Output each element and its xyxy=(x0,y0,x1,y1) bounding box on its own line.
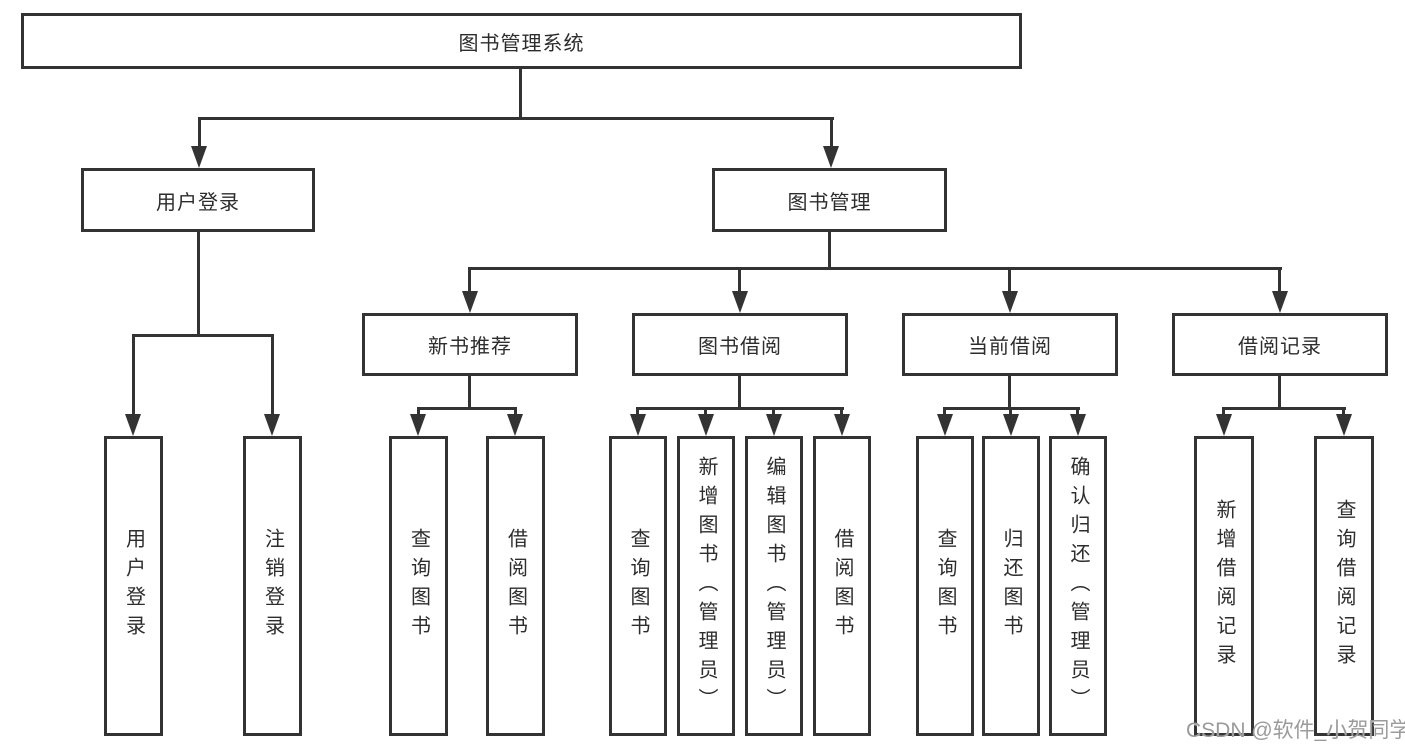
connector-line xyxy=(197,232,200,336)
connector-line xyxy=(132,334,274,337)
arrow-down-icon xyxy=(410,414,426,436)
leaf-label: 归还图书 xyxy=(1000,528,1022,644)
arrow-down-icon xyxy=(823,146,839,168)
arrow-down-icon xyxy=(462,291,478,313)
connector-line xyxy=(1008,376,1011,409)
leaf-label: 借阅图书 xyxy=(831,528,853,644)
arrow-down-icon xyxy=(125,414,141,436)
arrow-down-icon xyxy=(264,414,280,436)
leaf-query-books-recommend: 查询图书 xyxy=(389,436,448,736)
connector-line xyxy=(1278,376,1281,409)
leaf-label: 确认归还（管理员） xyxy=(1067,455,1089,717)
leaf-borrow-books-recommend: 借阅图书 xyxy=(486,436,545,736)
node-borrow-records: 借阅记录 xyxy=(1172,313,1388,376)
leaf-add-borrow-record: 新增借阅记录 xyxy=(1194,436,1254,736)
leaf-label: 编辑图书（管理员） xyxy=(763,455,785,717)
node-label: 借阅记录 xyxy=(1238,336,1322,358)
node-label: 图书管理系统 xyxy=(458,32,585,55)
connector-line xyxy=(636,407,844,410)
leaf-label: 查询图书 xyxy=(407,528,430,644)
leaf-label: 查询借阅记录 xyxy=(1333,499,1355,673)
node-library-system: 图书管理系统 xyxy=(21,13,1022,69)
arrow-down-icon xyxy=(834,414,850,436)
node-label: 图书借阅 xyxy=(698,336,782,358)
arrow-down-icon xyxy=(191,146,207,168)
connector-line xyxy=(132,334,135,426)
connector-line xyxy=(1008,267,1011,303)
node-label: 用户登录 xyxy=(156,191,240,214)
leaf-borrow-books: 借阅图书 xyxy=(813,436,871,736)
csdn-watermark: CSDN @软件_小贺同学 xyxy=(1186,719,1405,742)
leaf-return-book: 归还图书 xyxy=(982,436,1040,736)
arrow-down-icon xyxy=(1003,414,1019,436)
arrow-down-icon xyxy=(698,414,714,436)
arrow-down-icon xyxy=(1216,414,1232,436)
connector-line xyxy=(198,117,201,151)
arrow-down-icon xyxy=(766,414,782,436)
connector-line xyxy=(1278,267,1281,303)
leaf-query-books-borrow: 查询图书 xyxy=(609,436,667,736)
leaf-add-book-admin: 新增图书（管理员） xyxy=(677,436,735,736)
arrow-down-icon xyxy=(1272,291,1288,313)
connector-line xyxy=(828,232,831,270)
arrow-down-icon xyxy=(732,291,748,313)
arrow-down-icon xyxy=(1002,291,1018,313)
node-current-borrow: 当前借阅 xyxy=(902,313,1118,376)
leaf-label: 查询图书 xyxy=(627,528,649,644)
arrow-down-icon xyxy=(1336,414,1352,436)
leaf-label: 新增借阅记录 xyxy=(1213,499,1235,673)
leaf-query-borrow-record: 查询借阅记录 xyxy=(1314,436,1374,736)
arrow-down-icon xyxy=(630,414,646,436)
connector-line xyxy=(198,117,834,120)
connector-line xyxy=(468,376,471,409)
arrow-down-icon xyxy=(1070,414,1086,436)
connector-line xyxy=(468,267,471,303)
leaf-label: 用户登录 xyxy=(122,528,145,644)
leaf-query-books-current: 查询图书 xyxy=(916,436,974,736)
leaf-edit-book-admin: 编辑图书（管理员） xyxy=(745,436,803,736)
leaf-label: 查询图书 xyxy=(934,528,956,644)
connector-line xyxy=(738,267,741,303)
node-new-book-recommend: 新书推荐 xyxy=(362,313,578,376)
node-label: 新书推荐 xyxy=(428,336,512,358)
arrow-down-icon xyxy=(507,414,523,436)
connector-line xyxy=(468,267,1282,270)
connector-line xyxy=(1222,407,1346,410)
connector-line xyxy=(271,334,274,426)
node-label: 当前借阅 xyxy=(968,336,1052,358)
connector-line xyxy=(830,117,833,151)
node-label: 图书管理 xyxy=(787,191,872,214)
leaf-label: 新增图书（管理员） xyxy=(695,455,717,717)
leaf-confirm-return-admin: 确认归还（管理员） xyxy=(1049,436,1107,736)
node-user-login: 用户登录 xyxy=(81,168,315,232)
leaf-label: 注销登录 xyxy=(261,528,284,644)
connector-line xyxy=(417,407,517,410)
connector-line xyxy=(519,69,522,119)
node-book-management: 图书管理 xyxy=(712,168,947,232)
leaf-user-login: 用户登录 xyxy=(104,436,163,736)
leaf-logout: 注销登录 xyxy=(243,436,302,736)
leaf-label: 借阅图书 xyxy=(504,528,527,644)
arrow-down-icon xyxy=(937,414,953,436)
node-book-borrow: 图书借阅 xyxy=(632,313,848,376)
connector-line xyxy=(738,376,741,409)
